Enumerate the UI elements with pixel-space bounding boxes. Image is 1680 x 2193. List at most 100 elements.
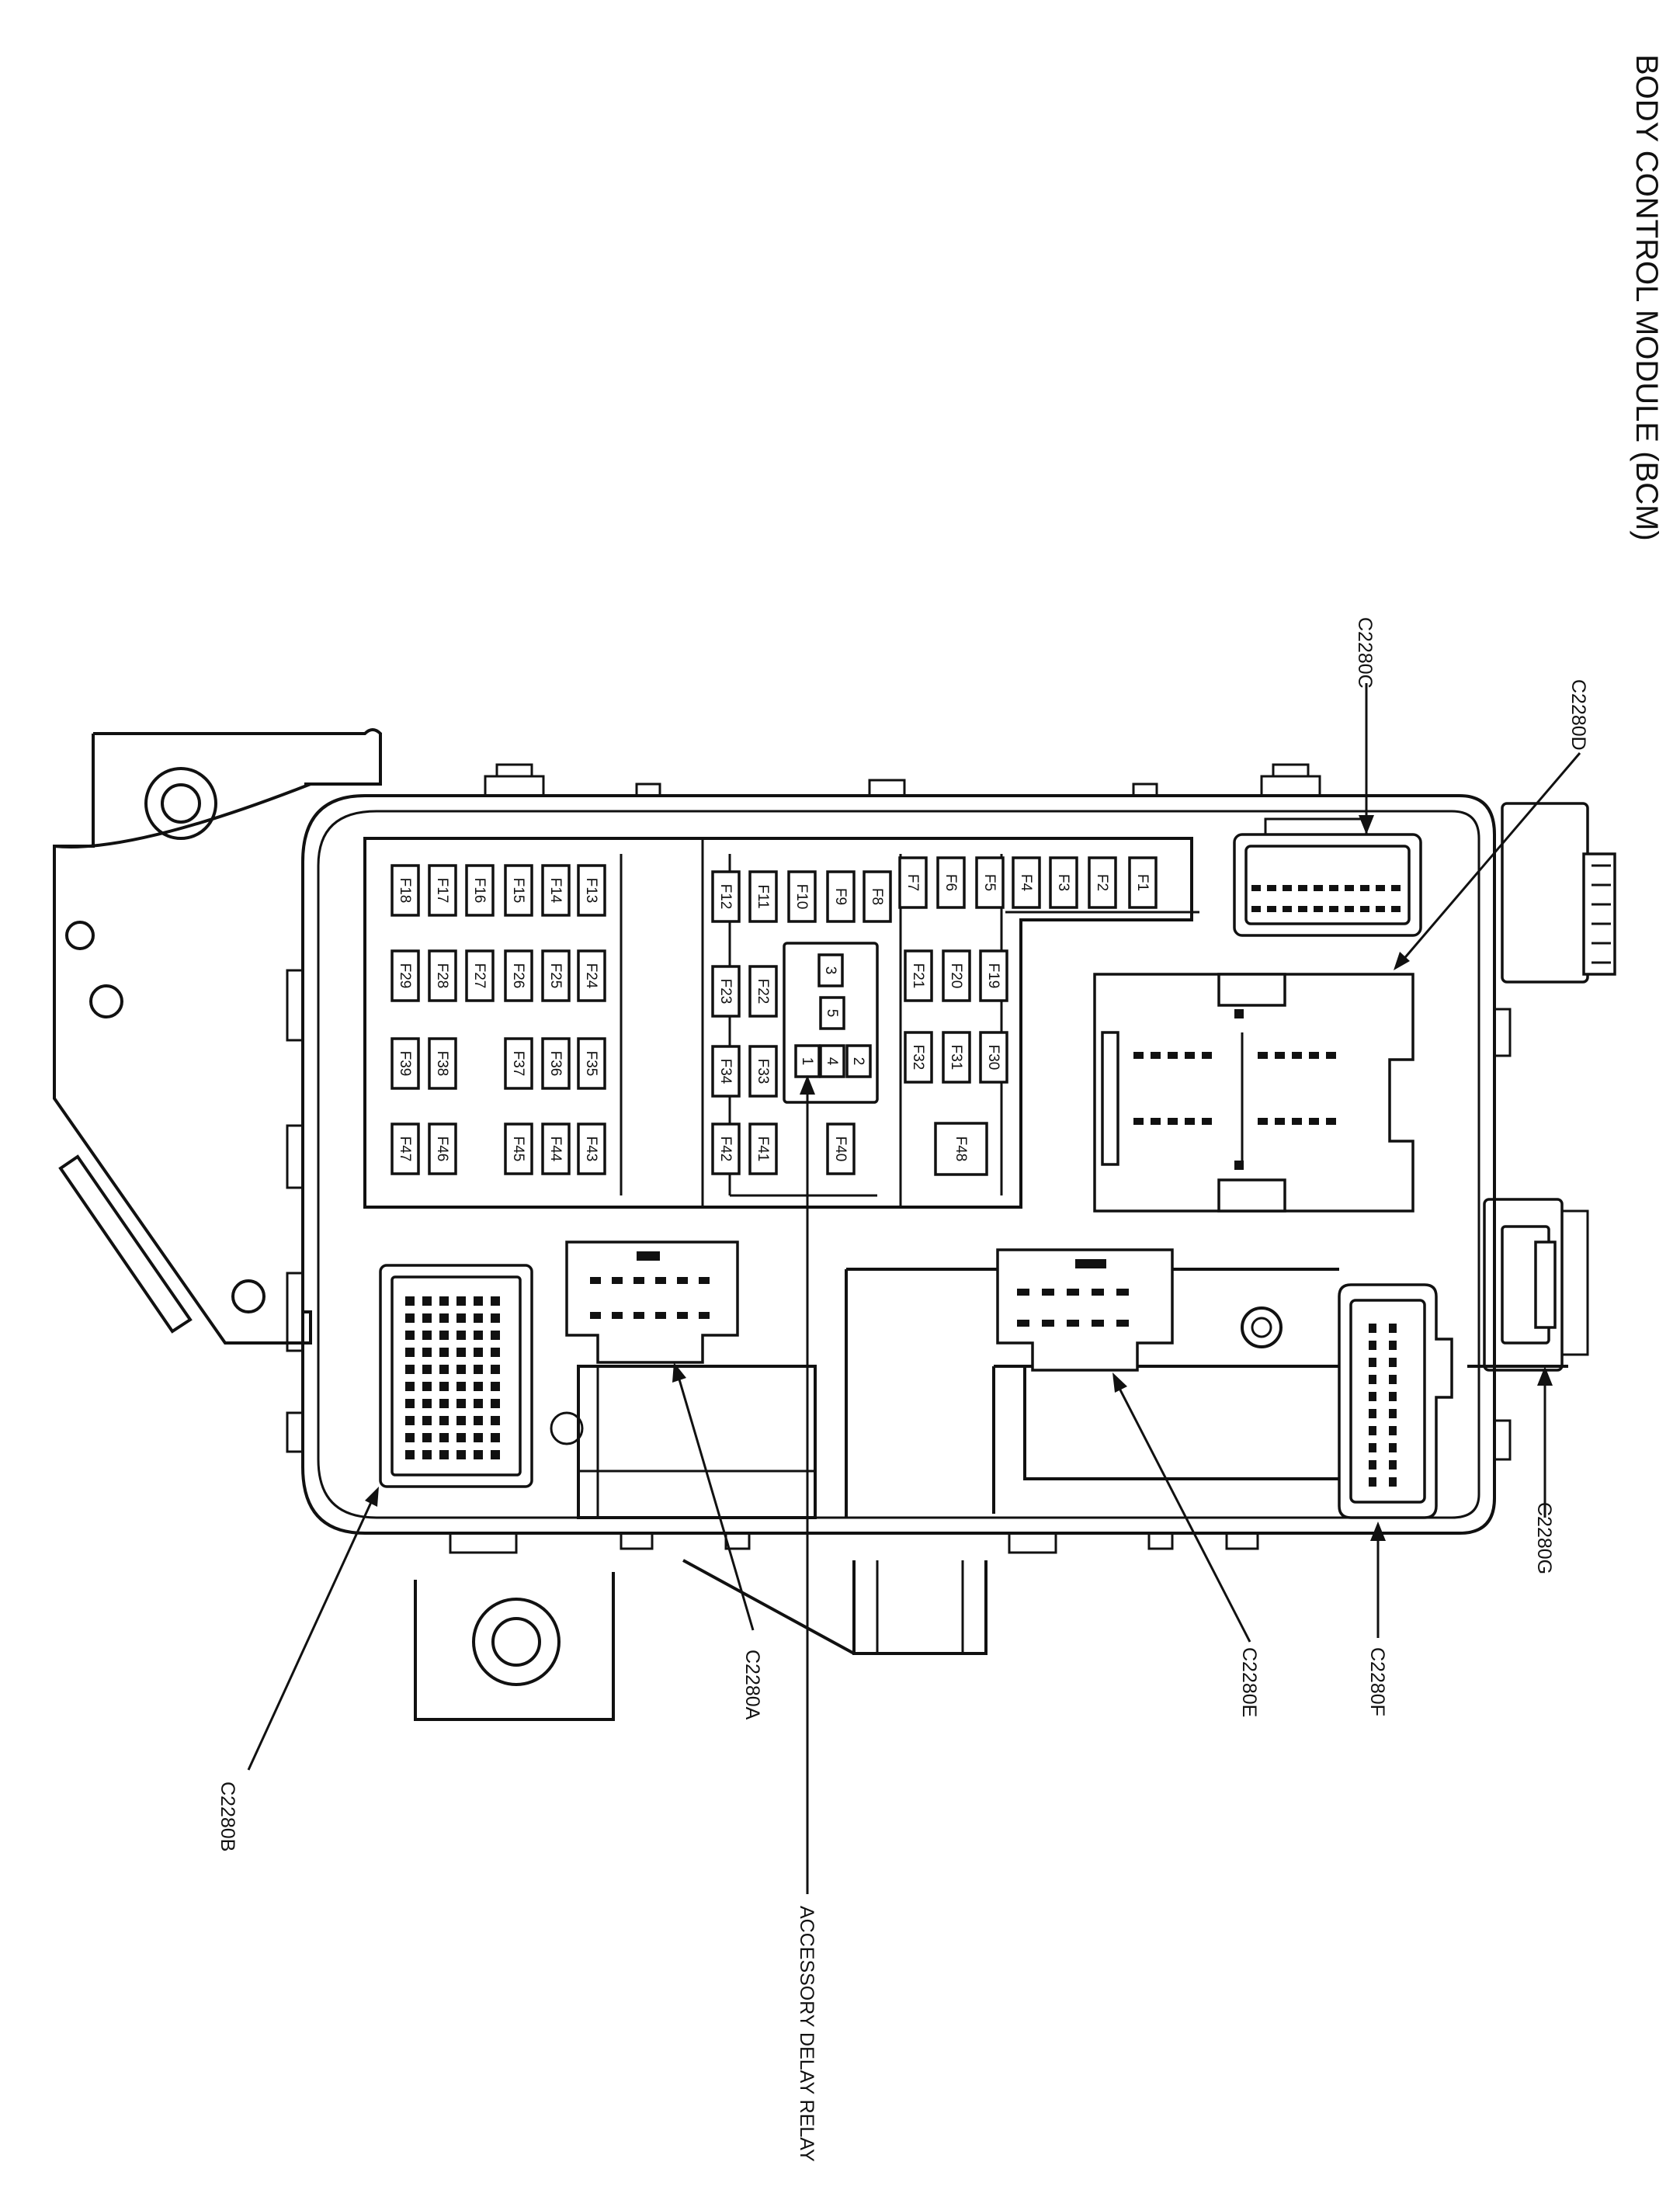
c2280d-pin	[1185, 1052, 1195, 1059]
fuse-label: F9	[832, 888, 849, 905]
c2280f-pin	[1389, 1477, 1397, 1487]
relay-pin-label: 5	[824, 1009, 840, 1018]
relay-pin-2: 2	[845, 1044, 872, 1078]
c2280a-pin	[612, 1277, 623, 1284]
fuse-f26: F26	[504, 949, 533, 1002]
fuse-f10: F10	[787, 870, 817, 923]
c2280c-pin-group	[1251, 885, 1401, 912]
c2280d-pin	[1234, 1161, 1244, 1170]
c2280b-pin	[474, 1433, 483, 1442]
c2280b-pin	[491, 1382, 500, 1391]
fuse-f22: F22	[748, 965, 778, 1018]
fuse-label: F31	[948, 1045, 964, 1070]
fuse-label: F42	[717, 1136, 734, 1162]
fuse-label: F29	[397, 963, 413, 989]
c2280f-pin	[1389, 1426, 1397, 1435]
bcm-housing	[286, 763, 1512, 1554]
c2280b-pin	[491, 1331, 500, 1340]
c2280f-pin	[1369, 1375, 1376, 1384]
relay-pin-label: 1	[799, 1057, 815, 1066]
fuse-f6: F6	[936, 856, 966, 909]
c2280b-pin	[405, 1348, 415, 1357]
fuse-label: F45	[510, 1136, 526, 1162]
c2280b-pin	[456, 1450, 466, 1459]
label-c2280c: C2280C	[1354, 617, 1376, 689]
c2280f-pin	[1369, 1409, 1376, 1418]
c2280c-pin	[1314, 885, 1323, 891]
fuse-f13: F13	[577, 864, 606, 917]
fuse-f41: F41	[748, 1123, 778, 1175]
c2280b-pin	[422, 1433, 432, 1442]
mounting-bracket	[53, 728, 988, 1721]
c2280e-pin	[1042, 1289, 1054, 1296]
c2280f-pin	[1369, 1324, 1376, 1333]
c2280d-pin	[1258, 1118, 1268, 1125]
label-c2280g: C2280G	[1533, 1502, 1555, 1574]
fuse-label: F11	[755, 884, 771, 908]
c2280f-pin	[1389, 1375, 1397, 1384]
fuse-f46: F46	[428, 1123, 457, 1175]
c2280b-pin	[456, 1348, 466, 1357]
fuse-label: F13	[583, 878, 599, 904]
c2280a-pin	[590, 1277, 601, 1284]
fuse-f20: F20	[942, 949, 971, 1002]
c2280b-pin	[491, 1365, 500, 1374]
c2280b-pin	[474, 1450, 483, 1459]
relay-pin-3: 3	[817, 953, 844, 987]
c2280b-pin	[422, 1348, 432, 1357]
c2280f-pin-group	[1369, 1324, 1397, 1487]
fuse-label: F26	[510, 963, 526, 989]
fuse-label: F3	[1055, 874, 1071, 891]
fuse-label: F19	[985, 963, 1001, 989]
fuse-f43: F43	[577, 1123, 606, 1175]
c2280c-pin	[1267, 885, 1276, 891]
fuse-label: F7	[904, 874, 921, 891]
fuse-label: F6	[942, 874, 959, 891]
label-c2280b: C2280B	[217, 1782, 238, 1851]
fuse-label: F34	[717, 1059, 734, 1084]
mounting-boss	[1241, 1306, 1283, 1348]
fuse-f21: F21	[904, 949, 933, 1002]
relay-pin-label: 3	[822, 966, 838, 975]
fuse-label: F15	[510, 878, 526, 904]
fuse-f7: F7	[898, 856, 928, 909]
fuse-label: F1	[1134, 874, 1151, 891]
c2280f-pin	[1369, 1341, 1376, 1350]
fuse-label: F4	[1018, 874, 1034, 892]
fuse-label: F10	[793, 884, 810, 910]
c2280e-pin	[1116, 1320, 1129, 1327]
c2280d-pin	[1275, 1118, 1285, 1125]
c2280c-pin	[1283, 906, 1292, 912]
fuse-f25: F25	[541, 949, 571, 1002]
fuse-label: F24	[583, 963, 599, 989]
c2280b-pin	[422, 1331, 432, 1340]
fuse-f24: F24	[577, 949, 606, 1002]
fuse-label: F33	[755, 1059, 771, 1084]
c2280b-pin	[474, 1365, 483, 1374]
c2280d-pin	[1202, 1118, 1212, 1125]
c2280b-pin	[405, 1399, 415, 1408]
label-c2280a: C2280A	[741, 1650, 763, 1720]
c2280a-pin	[699, 1277, 710, 1284]
fuse-label: F30	[985, 1045, 1001, 1070]
fuse-label: F38	[434, 1051, 450, 1077]
c2280b-pin	[474, 1416, 483, 1425]
fuse-f34: F34	[711, 1045, 741, 1098]
c2280d-pin	[1202, 1052, 1212, 1059]
fuse-label: F17	[434, 878, 450, 904]
fuse-label: F32	[910, 1045, 926, 1070]
c2280f-pin	[1389, 1460, 1397, 1470]
c2280e-pin	[1017, 1289, 1029, 1296]
fuse-label: F16	[471, 878, 488, 904]
relay-pin-4: 4	[819, 1044, 845, 1078]
c2280b-pin	[474, 1382, 483, 1391]
c2280b-pin-group	[405, 1296, 500, 1459]
c2280f-pin	[1369, 1358, 1376, 1367]
c2280a-latch	[637, 1251, 660, 1261]
c2280b-pin	[422, 1450, 432, 1459]
c2280a-pin	[590, 1312, 601, 1319]
fuse-label: F18	[397, 878, 413, 904]
c2280b-pin	[405, 1416, 415, 1425]
